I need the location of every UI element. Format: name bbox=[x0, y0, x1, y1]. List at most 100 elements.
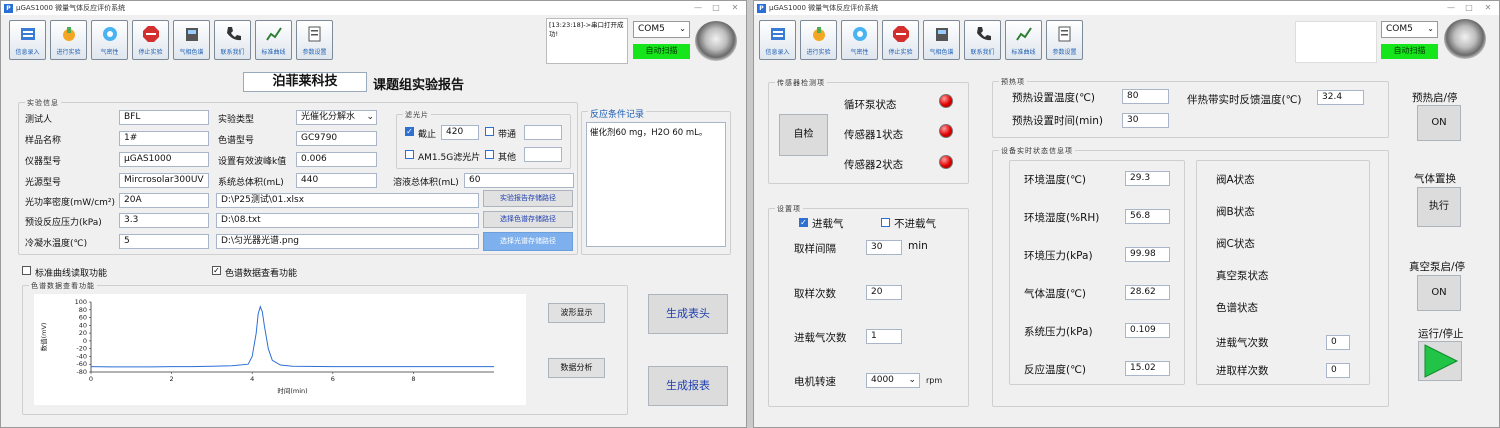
toolbar-phone-button[interactable]: 联系我们 bbox=[964, 20, 1001, 60]
generate-header-button[interactable]: 生成表头 bbox=[648, 294, 728, 334]
env-4-value[interactable]: 0.109 bbox=[1125, 323, 1170, 338]
other-filter-checkbox[interactable] bbox=[485, 150, 494, 159]
report-path-input[interactable]: D:\P25测试\01.xlsx bbox=[216, 193, 479, 208]
preheat-panel: 预热项 bbox=[992, 77, 1389, 138]
data-analysis-button[interactable]: 数据分析 bbox=[548, 358, 605, 378]
motor-select[interactable]: 4000⌄ bbox=[866, 373, 920, 388]
env-5-label: 反应温度(℃) bbox=[1024, 364, 1086, 376]
toolbar-airtight-button[interactable]: 气密性 bbox=[841, 20, 878, 60]
sysvol-input[interactable]: 440 bbox=[296, 173, 377, 188]
inlet-checkbox[interactable]: ✓ bbox=[799, 218, 808, 227]
toolbar-stop-button[interactable]: 停止实验 bbox=[882, 20, 919, 60]
bandpass-checkbox[interactable] bbox=[485, 127, 494, 136]
toolbar-settings-doc-button[interactable]: 参数设置 bbox=[1046, 20, 1083, 60]
toolbar-run-experiment-button[interactable]: 进行实验 bbox=[800, 20, 837, 60]
connect-knob-icon[interactable] bbox=[695, 21, 737, 61]
inlet-count-input[interactable]: 1 bbox=[866, 329, 902, 344]
other-filter-input[interactable] bbox=[524, 147, 562, 162]
bandpass-input[interactable] bbox=[524, 125, 562, 140]
env-2-value[interactable]: 99.98 bbox=[1125, 247, 1170, 262]
reaction-textarea[interactable]: 催化剂60 mg，H2O 60 mL。 bbox=[586, 122, 726, 247]
gc-path-input[interactable]: D:\08.txt bbox=[216, 213, 479, 228]
minimize-icon[interactable]: — bbox=[694, 3, 702, 12]
self-check-button[interactable]: 自检 bbox=[779, 114, 828, 156]
connect-knob-icon[interactable] bbox=[1444, 19, 1486, 59]
toolbar-button-label: 标准曲线 bbox=[1011, 49, 1036, 56]
auto-scan-button[interactable]: 自动扫描 bbox=[633, 44, 690, 59]
sysvol-label: 系统总体积(mL) bbox=[218, 178, 284, 188]
cutoff-checkbox[interactable]: ✓ bbox=[405, 127, 414, 136]
cond-temp-input[interactable]: 5 bbox=[119, 234, 209, 249]
env-0-value[interactable]: 29.3 bbox=[1125, 171, 1170, 186]
report-path-button[interactable]: 实验报告存储路径 bbox=[483, 190, 573, 207]
interval-input[interactable]: 30 bbox=[866, 240, 902, 255]
chevron-down-icon: ⌄ bbox=[908, 375, 916, 385]
pressure-input[interactable]: 3.3 bbox=[119, 213, 209, 228]
preheat-time-label: 预热设置时间(min) bbox=[1012, 115, 1103, 127]
gas-chromatography-icon bbox=[186, 28, 198, 41]
gc-view-checkbox[interactable]: ✓ bbox=[212, 266, 221, 275]
window-title: μGAS1000 微量气体反应评价系统 bbox=[16, 4, 126, 12]
interval-unit: min bbox=[908, 240, 928, 252]
preheat-time-input[interactable]: 30 bbox=[1122, 113, 1169, 128]
env-1-value[interactable]: 56.8 bbox=[1125, 209, 1170, 224]
close-icon[interactable]: ✕ bbox=[731, 3, 739, 12]
maximize-icon[interactable]: □ bbox=[1465, 3, 1473, 12]
gc-input[interactable]: GC9790 bbox=[296, 131, 377, 146]
toolbar-chart-line-button[interactable]: 标准曲线 bbox=[1005, 20, 1042, 60]
y-tick-label: 40 bbox=[79, 321, 87, 329]
spectrum-path-button[interactable]: 选择光谱存储路径 bbox=[483, 232, 573, 251]
auto-scan-button[interactable]: 自动扫描 bbox=[1381, 44, 1438, 59]
y-tick-label: -60 bbox=[76, 360, 87, 368]
count-input[interactable]: 20 bbox=[866, 285, 902, 300]
toolbar-chart-line-button[interactable]: 标准曲线 bbox=[255, 20, 292, 60]
feedback-temp-input[interactable]: 32.4 bbox=[1317, 90, 1364, 105]
generate-report-button[interactable]: 生成报表 bbox=[648, 366, 728, 406]
vacuum-toggle-button[interactable]: ON bbox=[1417, 275, 1461, 311]
env-3-value[interactable]: 28.62 bbox=[1125, 285, 1170, 300]
env-2-label: 环境压力(kPa) bbox=[1024, 250, 1093, 262]
toolbar-info-entry-button[interactable]: 信息录入 bbox=[759, 20, 796, 60]
toolbar-phone-button[interactable]: 联系我们 bbox=[214, 20, 251, 60]
std-curve-checkbox[interactable] bbox=[22, 266, 31, 275]
gas-replace-button[interactable]: 执行 bbox=[1417, 187, 1461, 227]
preheat-temp-input[interactable]: 80 bbox=[1122, 89, 1169, 104]
rt-sample-count-input[interactable]: 0 bbox=[1326, 363, 1350, 378]
close-icon[interactable]: ✕ bbox=[1484, 3, 1492, 12]
exp-type-select[interactable]: 光催化分解水⌄ bbox=[296, 110, 377, 125]
tester-label: 测试人 bbox=[25, 115, 53, 125]
toolbar-info-entry-button[interactable]: 信息录入 bbox=[9, 20, 46, 60]
power-input[interactable]: 20A bbox=[119, 193, 209, 208]
toolbar-gas-chromatography-button[interactable]: 气相色谱 bbox=[923, 20, 960, 60]
toolbar-gas-chromatography-button[interactable]: 气相色谱 bbox=[173, 20, 210, 60]
x-tick-label: 4 bbox=[250, 375, 254, 383]
toolbar-stop-button[interactable]: 停止实验 bbox=[132, 20, 169, 60]
maximize-icon[interactable]: □ bbox=[712, 3, 720, 12]
feedback-temp-label: 伴热带实时反馈温度(℃) bbox=[1187, 94, 1302, 106]
toolbar-airtight-button[interactable]: 气密性 bbox=[91, 20, 128, 60]
toolbar-run-experiment-button[interactable]: 进行实验 bbox=[50, 20, 87, 60]
toolbar-settings-doc-button[interactable]: 参数设置 bbox=[296, 20, 333, 60]
no-inlet-checkbox[interactable] bbox=[881, 218, 890, 227]
tester-input[interactable]: BFL bbox=[119, 110, 209, 125]
cutoff-input[interactable]: 420 bbox=[441, 125, 479, 140]
com-port-select[interactable]: COM5 ⌄ bbox=[633, 21, 690, 38]
env-5-value[interactable]: 15.02 bbox=[1125, 361, 1170, 376]
sample-input[interactable]: 1# bbox=[119, 131, 209, 146]
wavelength-input[interactable]: 0.006 bbox=[296, 152, 377, 167]
am15g-checkbox[interactable] bbox=[405, 150, 414, 159]
rt-inlet-count-input[interactable]: 0 bbox=[1326, 335, 1350, 350]
run-stop-button[interactable] bbox=[1418, 341, 1462, 381]
com-port-select[interactable]: COM5 ⌄ bbox=[1381, 21, 1438, 38]
solvol-label: 溶液总体积(mL) bbox=[393, 178, 459, 188]
solvol-input[interactable]: 60 bbox=[464, 173, 574, 188]
report-company-field[interactable]: 泊菲莱科技 bbox=[243, 72, 367, 92]
minimize-icon[interactable]: — bbox=[1447, 3, 1455, 12]
preheat-toggle-button[interactable]: ON bbox=[1417, 105, 1461, 141]
gc-path-button[interactable]: 选择色谱存储路径 bbox=[483, 211, 573, 228]
spectrum-path-input[interactable]: D:\匀光器光谱.png bbox=[216, 234, 479, 249]
light-input[interactable]: Mircrosolar300UV bbox=[119, 173, 209, 188]
waveform-button[interactable]: 波形显示 bbox=[548, 303, 605, 323]
gc-view-label: 色谱数据查看功能 bbox=[225, 269, 298, 279]
instrument-input[interactable]: μGAS1000 bbox=[119, 152, 209, 167]
